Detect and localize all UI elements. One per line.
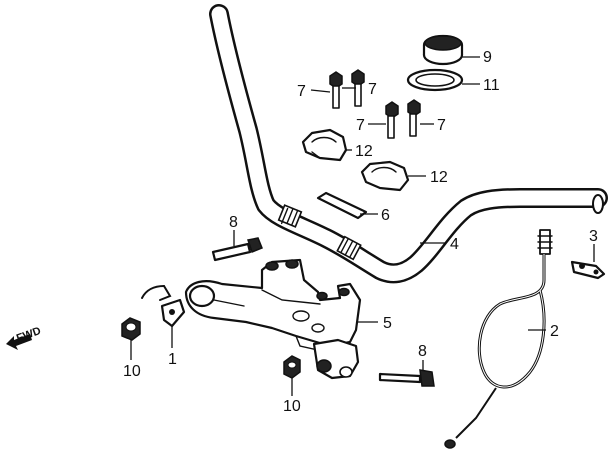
bolt-7d (407, 99, 421, 137)
upper-holder-left (301, 128, 348, 162)
throttle-cable (444, 229, 553, 449)
fwd-arrow-icon: FWD (6, 325, 43, 350)
callout-1: 1 (168, 351, 177, 368)
knurl-band-right (336, 235, 362, 261)
callout-12b: 12 (430, 169, 448, 186)
callout-7c: 7 (356, 117, 365, 134)
cable-holder (570, 260, 606, 280)
knurl-band-left (277, 204, 303, 228)
callout-7b: 7 (368, 81, 377, 98)
lower-holder-bridge (184, 258, 362, 380)
lock-spring-clip (141, 285, 186, 328)
callout-10b: 10 (283, 398, 301, 415)
bolt-7a (329, 71, 343, 109)
upper-holder-right (360, 160, 410, 192)
callout-10a: 10 (123, 363, 141, 380)
callout-2: 2 (550, 323, 559, 340)
handlebar-mark-sticker (316, 191, 368, 220)
grommet-part (422, 34, 464, 66)
callout-11: 11 (483, 77, 500, 94)
fwd-label: FWD (15, 325, 43, 345)
bolt-7b (351, 69, 365, 107)
callout-5: 5 (383, 315, 392, 332)
bolt-8a (211, 237, 263, 262)
nut-10a (121, 317, 141, 341)
bolt-7c (385, 101, 399, 139)
callout-8b: 8 (418, 343, 427, 360)
callout-4: 4 (450, 236, 459, 253)
callout-6: 6 (381, 207, 390, 224)
callout-12a: 12 (355, 143, 373, 160)
nut-10b (283, 355, 301, 379)
callout-7a: 7 (297, 83, 306, 100)
handlebar-pipe (209, 4, 608, 284)
callout-9: 9 (483, 49, 492, 66)
callout-8a: 8 (229, 214, 238, 231)
callout-7d: 7 (437, 117, 446, 134)
callout-3: 3 (589, 228, 598, 245)
leader-lines (130, 56, 595, 396)
callout-numbers: 9 11 7 7 7 7 12 12 6 4 8 3 2 5 1 10 10 8 (123, 49, 598, 415)
bolt-8b (378, 369, 435, 387)
washer-part (406, 68, 464, 92)
